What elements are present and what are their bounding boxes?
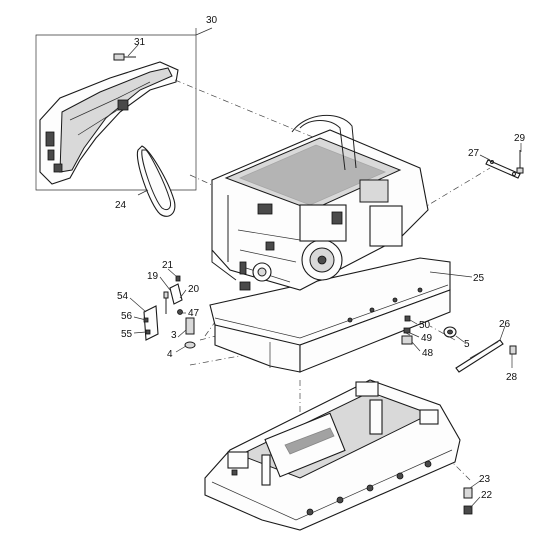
callout-27: 27 [468, 148, 480, 159]
callout-56: 56 [121, 311, 133, 322]
callout-54: 54 [117, 291, 129, 302]
leader-lines [127, 44, 522, 509]
callout-29: 29 [514, 133, 526, 144]
callout-21: 21 [162, 260, 174, 271]
main-machine-upper [209, 114, 451, 373]
callout-25: 25 [473, 273, 485, 284]
bar-26 [455, 339, 517, 373]
callout-labels: 30 31 24 29 27 25 21 19 20 54 47 56 55 3… [115, 15, 526, 501]
callout-50: 50 [419, 320, 431, 331]
callout-31: 31 [134, 37, 146, 48]
callout-3: 3 [171, 330, 177, 341]
belt-guard-inset [35, 27, 213, 191]
small-parts-right [401, 315, 457, 345]
callout-30: 30 [206, 15, 218, 26]
callout-20: 20 [188, 284, 200, 295]
v-belt-24 [136, 145, 176, 217]
bolts-23-22 [463, 487, 473, 515]
callout-28: 28 [506, 372, 518, 383]
callout-24: 24 [115, 200, 127, 211]
callout-19: 19 [147, 271, 159, 282]
small-parts-left [143, 275, 196, 349]
callout-47: 47 [188, 308, 200, 319]
callout-4: 4 [167, 349, 173, 360]
callout-22: 22 [481, 490, 493, 501]
callout-23: 23 [479, 474, 491, 485]
callout-49: 49 [421, 333, 433, 344]
callout-55: 55 [121, 329, 133, 340]
callout-5: 5 [464, 339, 470, 350]
callout-26: 26 [499, 319, 511, 330]
callout-48: 48 [422, 348, 434, 359]
bottom-plate [204, 379, 461, 531]
screw-31-icon [113, 53, 136, 61]
bar-27 [485, 150, 524, 179]
